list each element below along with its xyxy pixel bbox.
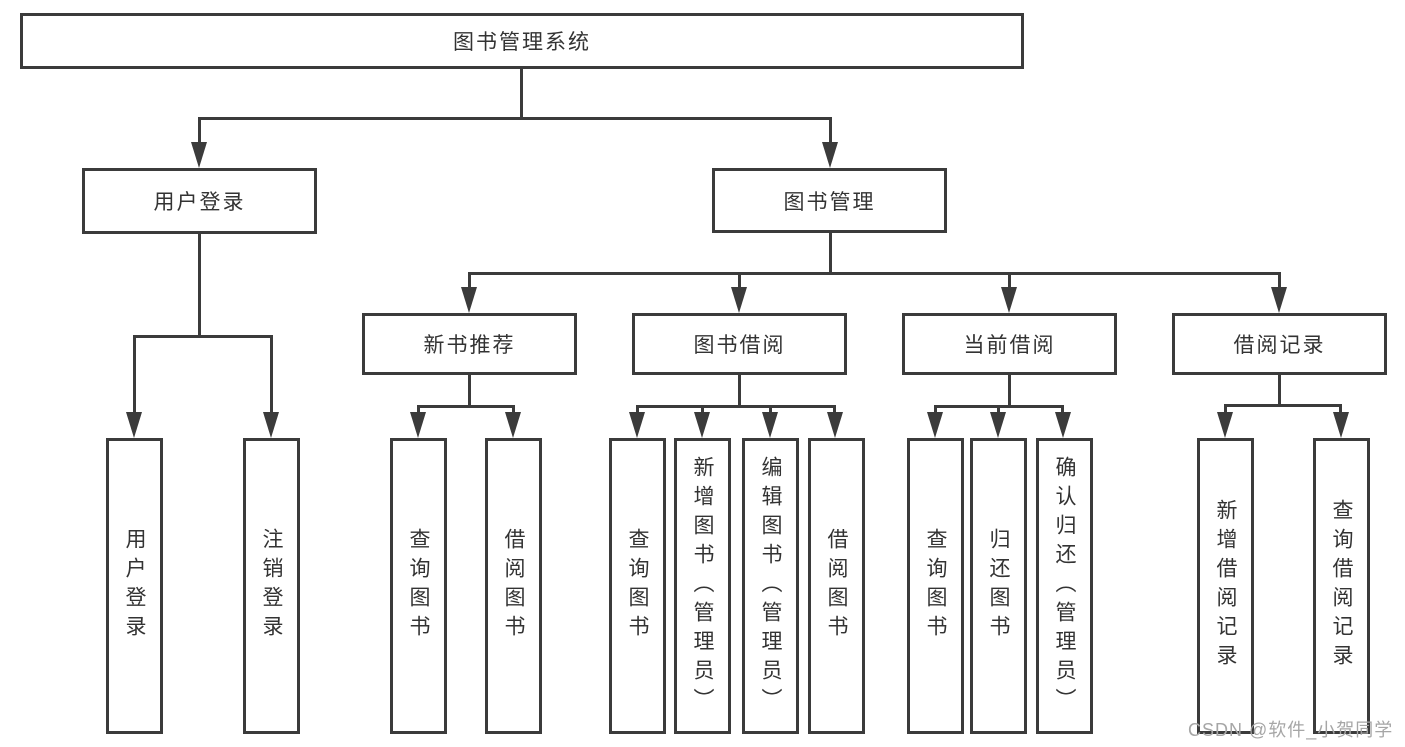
connector-line [133,335,136,413]
connector-line [636,405,639,415]
connector-line [829,233,832,275]
leaf-label: 借阅图书 [502,528,525,644]
arrow-down-icon [827,412,843,438]
leaf-query-books-recommend: 查询图书 [390,438,447,734]
leaf-label: 用户登录 [123,528,146,644]
connector-line [1224,404,1227,414]
leaf-borrow-books-recommend: 借阅图书 [485,438,542,734]
connector-line [270,335,273,413]
arrow-down-icon [1333,412,1349,438]
connector-line [738,272,741,290]
leaf-label: 查询图书 [626,528,649,644]
arrow-down-icon [990,412,1006,438]
arrow-down-icon [1055,412,1071,438]
leaf-label: 归还图书 [987,528,1010,644]
leaf-label: 新增图书（管理员） [691,455,714,717]
leaf-label: 查询图书 [407,528,430,644]
arrow-down-icon [1001,287,1017,313]
leaf-label: 查询借阅记录 [1330,499,1353,673]
connector-line [512,405,515,415]
connector-line [769,405,772,415]
arrow-down-icon [927,412,943,438]
connector-line [468,272,471,290]
leaf-label: 借阅图书 [825,528,848,644]
leaf-label: 注销登录 [260,528,283,644]
node-current-borrowing: 当前借阅 [902,313,1117,375]
node-new-book-recommend: 新书推荐 [362,313,577,375]
connector-line [997,405,1000,415]
connector-line [1061,405,1064,415]
arrow-down-icon [822,142,838,168]
node-book-borrowing: 图书借阅 [632,313,847,375]
arrow-down-icon [410,412,426,438]
leaf-query-books-borrowing: 查询图书 [609,438,666,734]
connector-line [198,117,832,120]
csdn-watermark: CSDN @软件_小贺同学 [1188,720,1394,740]
connector-line [1008,375,1011,408]
node-book-management: 图书管理 [712,168,947,233]
connector-line [636,405,836,408]
node-label: 当前借阅 [963,334,1056,357]
connector-line [468,375,471,408]
node-borrowing-records: 借阅记录 [1172,313,1387,375]
leaf-confirm-return-admin: 确认归还（管理员） [1036,438,1093,734]
arrow-down-icon [461,287,477,313]
connector-line [1339,404,1342,414]
node-label: 借阅记录 [1233,334,1326,357]
leaf-label: 查询图书 [924,528,947,644]
connector-line [198,234,201,338]
leaf-label: 新增借阅记录 [1214,499,1237,673]
connector-line [701,405,704,415]
connector-line [133,335,273,338]
arrow-down-icon [126,412,142,438]
leaf-label: 编辑图书（管理员） [759,455,782,717]
leaf-add-borrow-record: 新增借阅记录 [1197,438,1254,734]
arrow-down-icon [191,142,207,168]
leaf-query-borrow-record: 查询借阅记录 [1313,438,1370,734]
connector-line [934,405,937,415]
leaf-add-books-admin: 新增图书（管理员） [674,438,731,734]
connector-line [468,272,1281,275]
connector-line [1008,272,1011,290]
leaf-user-login: 用户登录 [106,438,163,734]
connector-line [1278,375,1281,407]
leaf-logout: 注销登录 [243,438,300,734]
connector-line [198,117,201,147]
leaf-borrow-books: 借阅图书 [808,438,865,734]
connector-line [829,117,832,147]
node-label: 图书管理 [783,190,876,214]
leaf-return-books: 归还图书 [970,438,1027,734]
arrow-down-icon [1217,412,1233,438]
connector-line [833,405,836,415]
node-label: 用户登录 [153,191,246,214]
leaf-label: 确认归还（管理员） [1053,455,1076,717]
connector-line [417,405,420,415]
node-label: 新书推荐 [423,334,516,357]
arrow-down-icon [762,412,778,438]
connector-line [520,69,523,117]
node-label: 图书管理系统 [453,31,591,54]
connector-line [417,405,515,408]
arrow-down-icon [694,412,710,438]
arrow-down-icon [505,412,521,438]
arrow-down-icon [731,287,747,313]
node-label: 图书借阅 [693,334,786,357]
arrow-down-icon [1271,287,1287,313]
arrow-down-icon [629,412,645,438]
arrow-down-icon [263,412,279,438]
connector-line [738,375,741,408]
node-user-login: 用户登录 [82,168,317,234]
leaf-query-books-current: 查询图书 [907,438,964,734]
connector-line [1278,272,1281,290]
connector-line [1224,404,1342,407]
leaf-edit-books-admin: 编辑图书（管理员） [742,438,799,734]
node-library-system: 图书管理系统 [20,13,1024,69]
